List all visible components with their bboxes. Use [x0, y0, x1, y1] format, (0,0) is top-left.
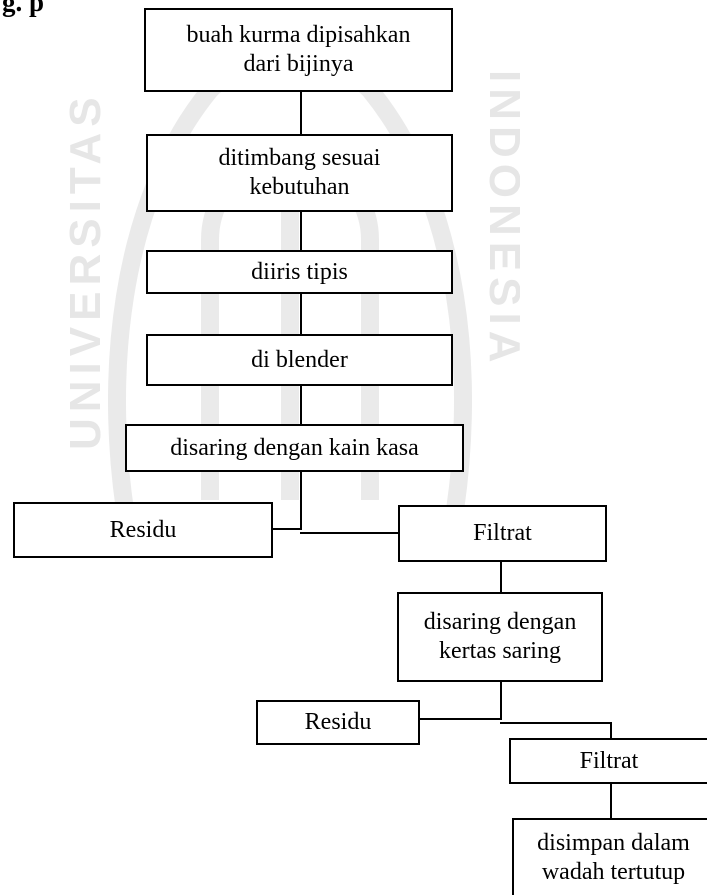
- step-box-separate-seeds: buah kurma dipisahkan dari bijinya: [144, 8, 453, 92]
- step-label: disimpan dalam wadah tertutup: [537, 829, 690, 885]
- step-label: ditimbang sesuai kebutuhan: [218, 145, 381, 200]
- step-box-store: disimpan dalam wadah tertutup: [512, 818, 707, 895]
- step-label: di blender: [251, 346, 348, 373]
- step-label: disaring dengan kain kasa: [170, 434, 419, 461]
- step-box-filter-gauze: disaring dengan kain kasa: [125, 424, 464, 472]
- section-heading: g. p: [2, 0, 45, 17]
- step-label: Residu: [304, 709, 372, 735]
- residu-box-1: Residu: [13, 502, 273, 558]
- connector-4-5: [300, 384, 302, 426]
- step-box-filter-paper: disaring dengan kertas saring: [397, 592, 603, 682]
- step-box-weigh: ditimbang sesuai kebutuhan: [146, 134, 453, 212]
- connector-filtrat1-6: [500, 560, 502, 594]
- step-label: disaring dengan kertas saring: [423, 609, 577, 664]
- connector-residu1: [271, 528, 302, 530]
- svg-text:UNIVERSITAS: UNIVERSITAS: [61, 91, 110, 450]
- connector-filtrat1: [300, 532, 400, 534]
- svg-text:INDONESIA: INDONESIA: [480, 70, 520, 368]
- connector-filtrat2-7: [610, 782, 612, 820]
- connector-filtrat2-top: [500, 722, 612, 724]
- step-label: buah kurma dipisahkan dari bijinya: [186, 22, 411, 77]
- connector-5-split: [300, 470, 302, 530]
- filtrat-box-1: Filtrat: [398, 505, 607, 562]
- connector-2-3: [300, 210, 302, 252]
- residu-box-2: Residu: [256, 700, 420, 745]
- step-label: Residu: [109, 516, 177, 543]
- connector-filtrat2-drop: [610, 722, 612, 740]
- step-box-slice: diiris tipis: [146, 250, 453, 294]
- connector-1-2: [300, 90, 302, 136]
- connector-6-split: [500, 680, 502, 720]
- step-box-blend: di blender: [146, 334, 453, 386]
- step-label: Filtrat: [579, 747, 639, 774]
- step-label: diiris tipis: [251, 258, 348, 285]
- connector-3-4: [300, 292, 302, 336]
- filtrat-box-2: Filtrat: [509, 738, 707, 784]
- step-label: Filtrat: [473, 520, 532, 546]
- connector-residu2: [418, 718, 502, 720]
